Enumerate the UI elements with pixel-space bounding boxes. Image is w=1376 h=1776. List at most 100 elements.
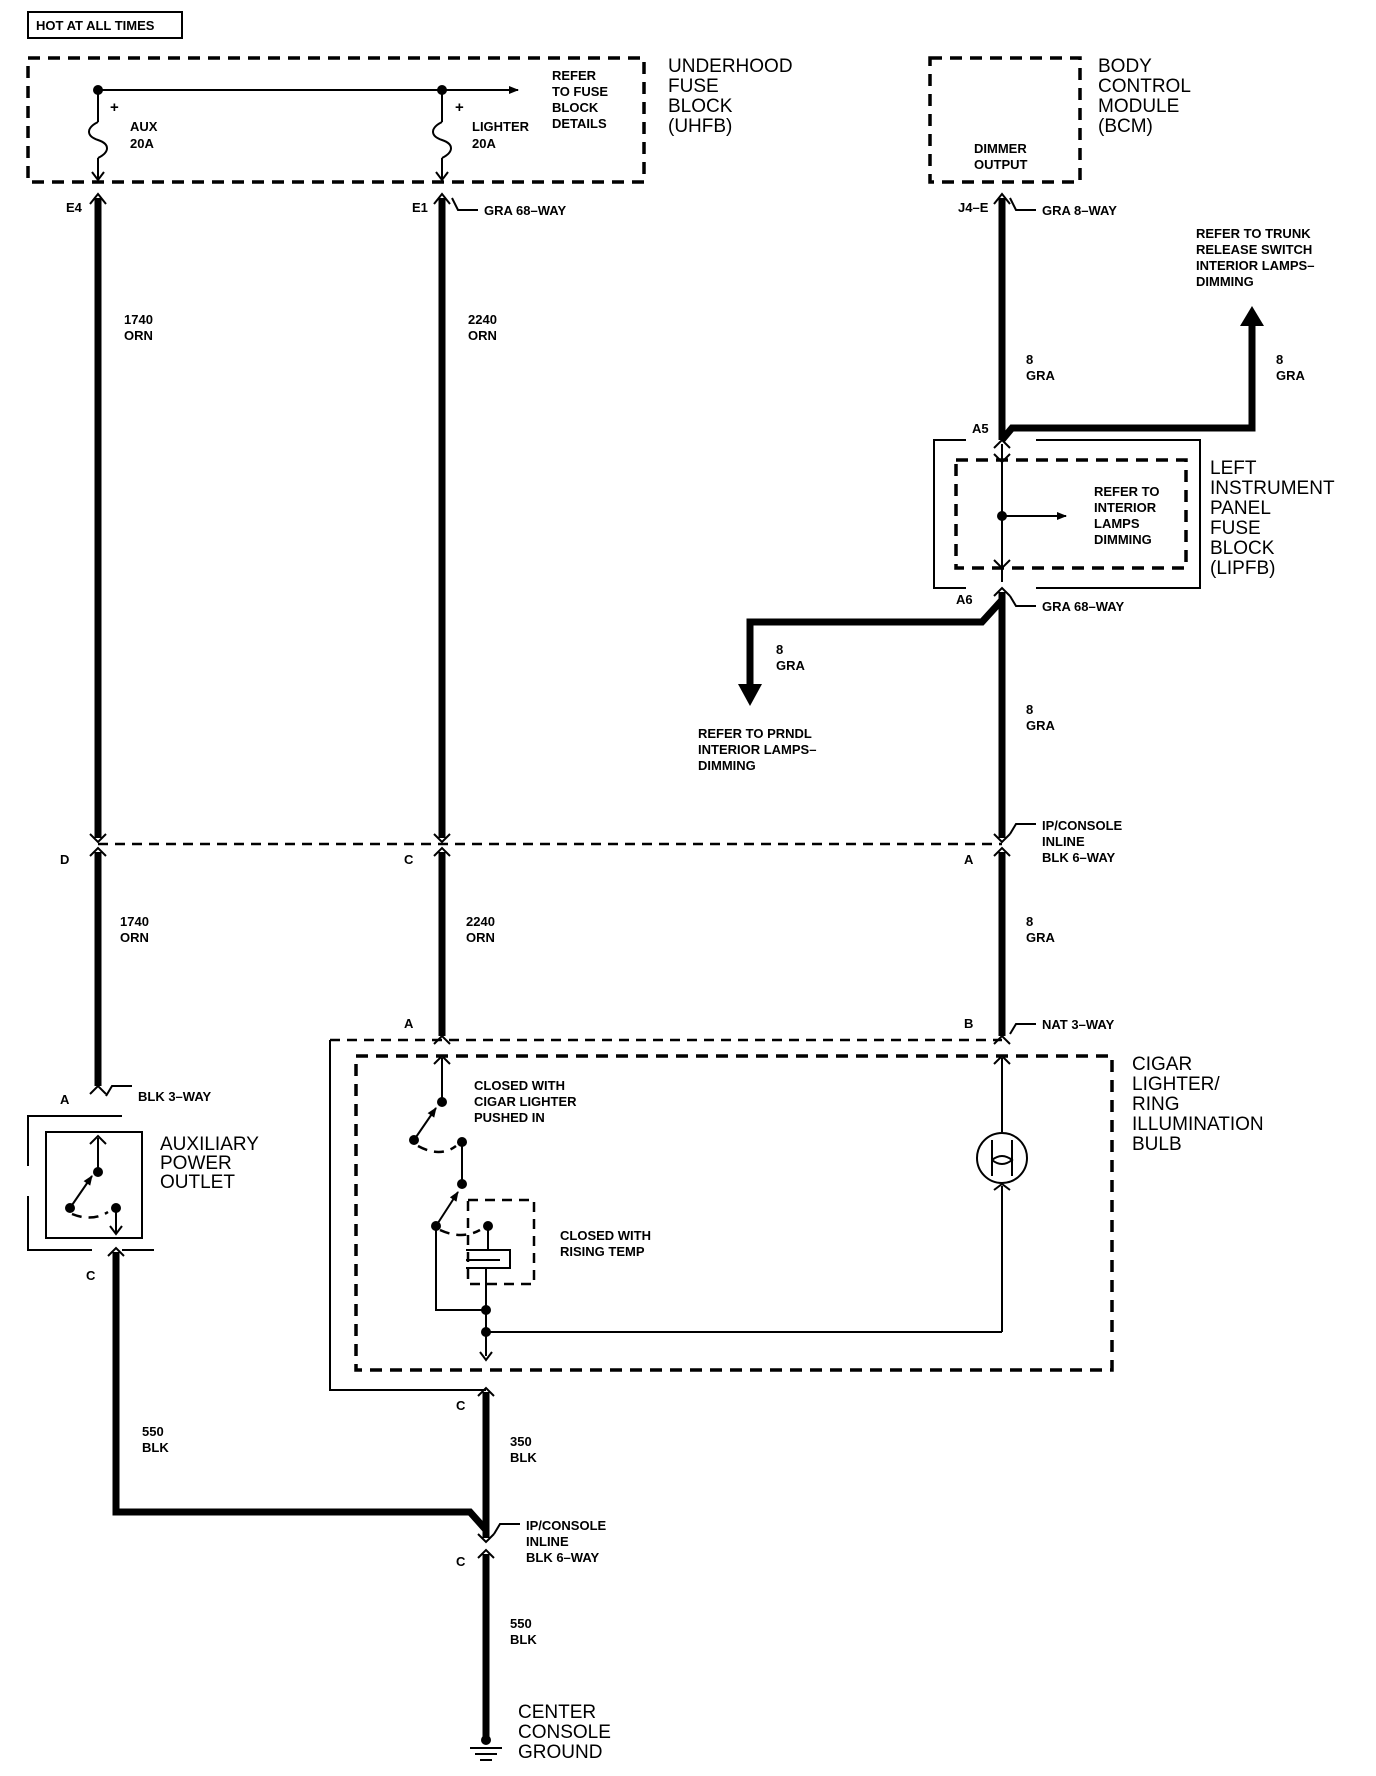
- wire-550-ground-label-num: 550: [510, 1616, 532, 1631]
- wire-1740-label-num: 1740: [124, 312, 153, 327]
- bcm-connector: GRA 8–WAY: [1042, 203, 1117, 218]
- lipfb-refer-1: REFER TO: [1094, 484, 1160, 499]
- aux-term-c: C: [86, 1268, 96, 1283]
- uhfb-block: + + AUX 20A LIGHTER 20A REFER TO FUSE BL…: [26, 56, 793, 184]
- cigar-name-3: RING: [1132, 1094, 1180, 1115]
- uhfb-refer-2: TO FUSE: [552, 84, 608, 99]
- cigar-lighter: A B NAT 3–WAY CLOSED WITH: [329, 1016, 1264, 1413]
- wire-8-lipfb-label-num: 8: [1026, 702, 1033, 717]
- cigar-name-2: LIGHTER/: [1132, 1074, 1220, 1095]
- uhfb-name-1: UNDERHOOD: [668, 56, 793, 77]
- inline-connector-1: D C A IP/CONSOLE INLINE BLK 6–WAY: [60, 818, 1123, 867]
- uhfb-name-2: FUSE: [668, 76, 719, 97]
- lipfb-name-1: LEFT: [1210, 458, 1257, 479]
- bcm-name-1: BODY: [1098, 56, 1152, 77]
- aux-power-outlet: A BLK 3–WAY AUXILIARY POWER OUTLET C: [27, 1084, 259, 1283]
- uhfb-refer-4: DETAILS: [552, 116, 607, 131]
- trunk-ref-3: INTERIOR LAMPS–: [1196, 258, 1314, 273]
- wire-2240-lower-label-color: ORN: [466, 930, 495, 945]
- lipfb-name-2: INSTRUMENT: [1210, 478, 1335, 499]
- fuse-lighter-label-1: LIGHTER: [472, 119, 530, 134]
- bcm-output-1: DIMMER: [974, 141, 1027, 156]
- lipfb-refer-4: DIMMING: [1094, 532, 1152, 547]
- wire-8-bcm-label-color: GRA: [1026, 368, 1056, 383]
- wire-8-trunk-label-num: 8: [1276, 352, 1283, 367]
- lipfb-connector: GRA 68–WAY: [1042, 599, 1124, 614]
- lipfb-term-a6: A6: [956, 592, 973, 607]
- bcm-name-3: MODULE: [1098, 96, 1179, 117]
- wire-350-label-color: BLK: [510, 1450, 537, 1465]
- wire-2240-lower-label-num: 2240: [466, 914, 495, 929]
- inline-connector-2: C IP/CONSOLE INLINE BLK 6–WAY: [456, 1518, 607, 1569]
- wire-550-aux-label-num: 550: [142, 1424, 164, 1439]
- wire-1740-lower-label-color: ORN: [120, 930, 149, 945]
- switch1-label-3: PUSHED IN: [474, 1110, 545, 1125]
- fuse-aux-plus: +: [110, 99, 119, 116]
- switch1-label-2: CIGAR LIGHTER: [474, 1094, 577, 1109]
- inline2-label-1: IP/CONSOLE: [526, 1518, 607, 1533]
- wire-350-label-num: 350: [510, 1434, 532, 1449]
- wire-1740-label-color: ORN: [124, 328, 153, 343]
- ground-label-2: CONSOLE: [518, 1722, 611, 1743]
- wire-2240-label-color: ORN: [468, 328, 497, 343]
- trunk-ref-4: DIMMING: [1196, 274, 1254, 289]
- wire-8-trunk: [999, 322, 1256, 443]
- aux-connector: BLK 3–WAY: [138, 1089, 212, 1104]
- switch2-label-1: CLOSED WITH: [560, 1228, 651, 1243]
- wire-8-prndl-label-num: 8: [776, 642, 783, 657]
- bcm-name-2: CONTROL: [1098, 76, 1191, 97]
- wire-8-lipfb-label-color: GRA: [1026, 718, 1056, 733]
- cigar-term-b: B: [964, 1016, 973, 1031]
- uhfb-refer-1: REFER: [552, 68, 597, 83]
- prndl-ref-1: REFER TO PRNDL: [698, 726, 812, 741]
- bcm-term: J4–E: [958, 200, 989, 215]
- lipfb-name-6: (LIPFB): [1210, 558, 1275, 579]
- cigar-connector: NAT 3–WAY: [1042, 1017, 1115, 1032]
- aux-name-2: POWER: [160, 1153, 232, 1174]
- inline1-label-2: INLINE: [1042, 834, 1085, 849]
- cigar-name-5: BULB: [1132, 1134, 1182, 1155]
- illumination-bulb-icon: [976, 1132, 1028, 1184]
- switch1-label-1: CLOSED WITH: [474, 1078, 565, 1093]
- inline1-label-1: IP/CONSOLE: [1042, 818, 1123, 833]
- wire-550-ground-label-color: BLK: [510, 1632, 537, 1647]
- wire-8-prndl-label-color: GRA: [776, 658, 806, 673]
- wire-8-bcm-label-num: 8: [1026, 352, 1033, 367]
- aux-name-3: OUTLET: [160, 1172, 235, 1193]
- fuse-aux-label-1: AUX: [130, 119, 158, 134]
- trunk-ref-2: RELEASE SWITCH: [1196, 242, 1312, 257]
- wire-8-lower-label-color: GRA: [1026, 930, 1056, 945]
- bcm-name-4: (BCM): [1098, 116, 1153, 137]
- cigar-name-1: CIGAR: [1132, 1054, 1192, 1075]
- ground-icon: [470, 1735, 502, 1761]
- term-e4: E4: [66, 200, 83, 215]
- inline2-term-c: C: [456, 1554, 466, 1569]
- prndl-ref-2: INTERIOR LAMPS–: [698, 742, 816, 757]
- term-e1: E1: [412, 200, 428, 215]
- uhfb-name-4: (UHFB): [668, 116, 732, 137]
- uhfb-name-3: BLOCK: [668, 96, 733, 117]
- inline2-label-3: BLK 6–WAY: [526, 1550, 600, 1565]
- prndl-ref-3: DIMMING: [698, 758, 756, 773]
- fuse-lighter-label-2: 20A: [472, 136, 496, 151]
- aux-name-1: AUXILIARY: [160, 1134, 259, 1155]
- uhfb-refer-3: BLOCK: [552, 100, 599, 115]
- ground-label-3: GROUND: [518, 1742, 602, 1763]
- inline1-term-a: A: [964, 852, 974, 867]
- lipfb-refer-3: LAMPS: [1094, 516, 1140, 531]
- wire-550-aux: [112, 1252, 489, 1533]
- fuse-lighter-plus: +: [455, 99, 464, 116]
- cigar-term-c: C: [456, 1398, 466, 1413]
- lipfb-name-3: PANEL: [1210, 498, 1271, 519]
- wire-8-trunk-label-color: GRA: [1276, 368, 1306, 383]
- inline1-label-3: BLK 6–WAY: [1042, 850, 1116, 865]
- inline2-label-2: INLINE: [526, 1534, 569, 1549]
- aux-term-a: A: [60, 1092, 70, 1107]
- header-title: HOT AT ALL TIMES: [36, 18, 155, 33]
- wire-550-aux-label-color: BLK: [142, 1440, 169, 1455]
- lipfb-refer-2: INTERIOR: [1094, 500, 1157, 515]
- ground-label-1: CENTER: [518, 1702, 596, 1723]
- lipfb-name-4: FUSE: [1210, 518, 1261, 539]
- uhfb-connector: GRA 68–WAY: [484, 203, 566, 218]
